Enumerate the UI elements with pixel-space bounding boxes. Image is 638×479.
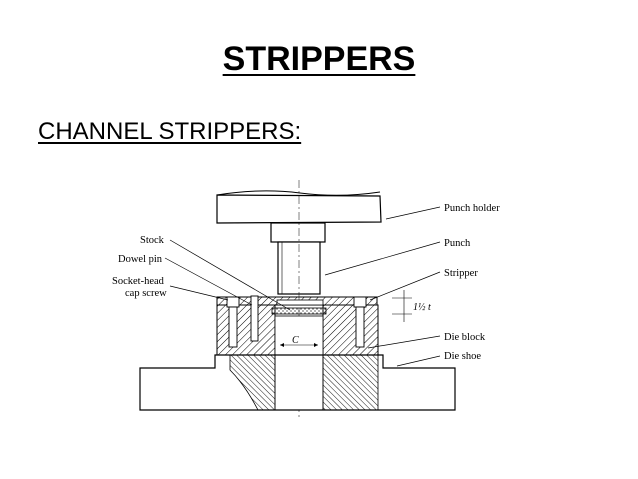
label-die-shoe: Die shoe xyxy=(444,351,481,362)
socket-head-cap-screws xyxy=(226,296,367,348)
punch-neck xyxy=(270,222,326,243)
label-die-block: Die block xyxy=(444,332,486,343)
label-punch-holder: Punch holder xyxy=(444,203,500,214)
slide-subtitle: CHANNEL STRIPPERS: xyxy=(38,118,302,145)
label-dowel-pin: Dowel pin xyxy=(118,254,163,265)
label-socket-head: Socket-head xyxy=(112,276,165,287)
slide-title: STRIPPERS xyxy=(222,40,416,78)
label-stripper: Stripper xyxy=(444,268,478,279)
stock xyxy=(271,307,327,315)
thickness-label: 1½ t xyxy=(413,302,431,313)
dowel-pin xyxy=(250,295,259,342)
label-stock: Stock xyxy=(140,235,165,246)
clearance-label: C xyxy=(292,335,299,346)
label-punch: Punch xyxy=(444,238,471,249)
die-block xyxy=(216,304,379,356)
label-cap-screw: cap screw xyxy=(125,288,167,299)
